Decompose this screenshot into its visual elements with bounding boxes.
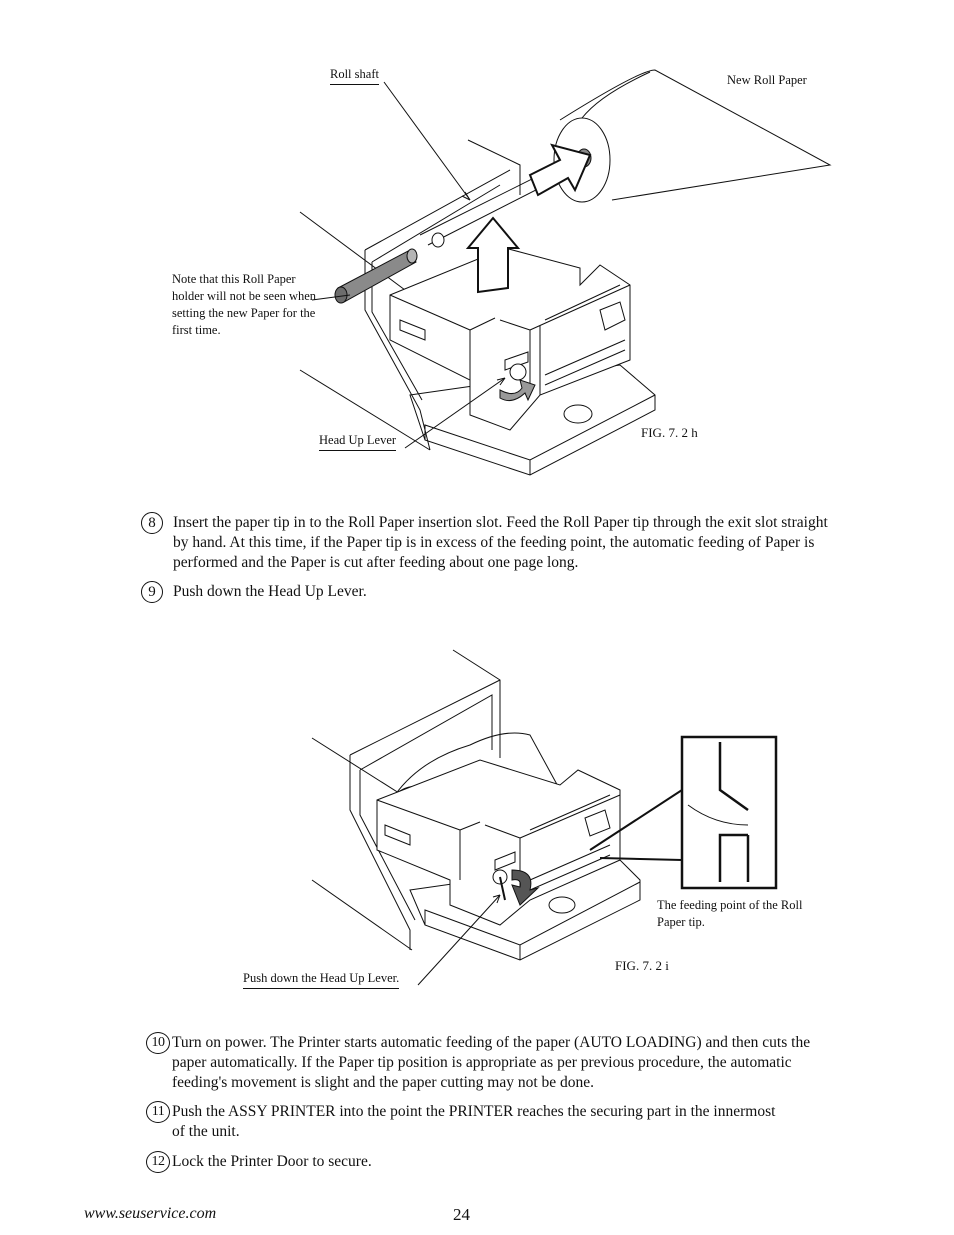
figure-7-2-h-illustration: [299, 69, 832, 476]
step-text-11: Push the ASSY PRINTER into the point the…: [172, 1103, 776, 1140]
roll-shaft-label: Roll shaft: [330, 66, 379, 85]
step-text-12: Lock the Printer Door to secure.: [172, 1153, 372, 1170]
roll-paper-holder-note: Note that this Roll Paper holder will no…: [172, 272, 317, 337]
new-roll-paper-label: New Roll Paper: [727, 73, 807, 87]
head-up-lever-label: Head Up Lever: [319, 432, 397, 451]
push-down-lever-label: Push down the Head Up Lever.: [243, 970, 400, 989]
figure-7-2-i-illustration: [311, 649, 778, 986]
page-number: 24: [453, 1205, 470, 1224]
step-number-12: 12: [146, 1151, 170, 1173]
feeding-point-label: The feeding point of the Roll Paper tip.: [657, 898, 803, 929]
step-text-10: Turn on power. The Printer starts automa…: [172, 1034, 811, 1091]
figure-caption-7-2-i: FIG. 7. 2 i: [615, 958, 669, 973]
step-number-10: 10: [146, 1032, 170, 1054]
step-text-8: Insert the paper tip in to the Roll Pape…: [173, 514, 828, 571]
step-text-9: Push down the Head Up Lever.: [173, 583, 367, 600]
step-number-8: 8: [141, 512, 163, 534]
step-number-11: 11: [146, 1101, 170, 1123]
figure-caption-7-2-h: FIG. 7. 2 h: [641, 425, 698, 440]
step-number-9: 9: [141, 581, 163, 603]
footer-website-link[interactable]: www.seuservice.com: [84, 1205, 217, 1222]
